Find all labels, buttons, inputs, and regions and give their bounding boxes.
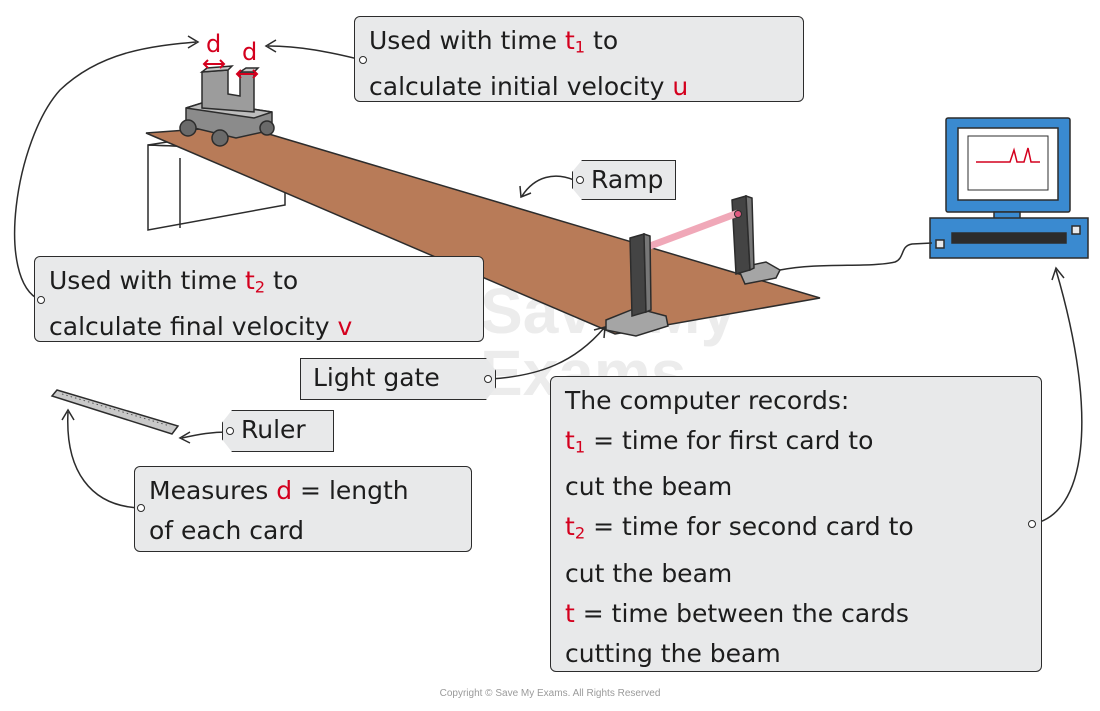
t-var: t <box>244 266 255 295</box>
d-symbol: d <box>276 476 293 505</box>
initial-velocity-line2: calculate initial velocity u <box>369 67 789 107</box>
final-velocity-callout: Used with time t2 to calculate final vel… <box>34 256 484 342</box>
t-symbol: t <box>565 598 575 628</box>
beam-emitter-dot <box>734 210 742 218</box>
text: = length <box>292 476 409 505</box>
card-d-label-left: d <box>206 30 222 58</box>
t2-definition-cont: cut the beam <box>565 558 733 588</box>
connector-dot <box>576 176 584 184</box>
pointer-arrows <box>13 35 1083 525</box>
t2-symbol: t2 <box>565 512 586 543</box>
ruler-label-text: Ruler <box>241 415 306 444</box>
t-sub: 1 <box>574 37 586 57</box>
cable <box>779 242 933 271</box>
light-beam <box>648 209 740 250</box>
text: Used with time <box>49 266 245 295</box>
text: to <box>585 26 619 55</box>
trolley <box>179 65 275 147</box>
light-gate-label-text: Light gate <box>313 363 440 392</box>
ruler-label: Ruler <box>222 410 334 452</box>
measures-callout: Measures d = length of each card <box>134 466 472 552</box>
t-sub: 2 <box>254 277 266 297</box>
t2-definition: t2 = time for second card to <box>565 507 1027 553</box>
text: calculate initial velocity <box>369 72 673 102</box>
final-velocity-line1: Used with time t2 to <box>49 261 469 307</box>
connector-dot <box>137 504 145 512</box>
initial-velocity-line1: Used with time t1 to <box>369 21 789 67</box>
connector-dot <box>37 296 45 304</box>
computer-records-title: The computer records: <box>565 386 850 415</box>
t-sub: 2 <box>574 523 586 543</box>
t-var: t <box>564 26 575 55</box>
u-symbol: u <box>672 72 689 102</box>
ramp-label-text: Ramp <box>591 165 664 194</box>
light-gate-label: Light gate <box>300 358 496 400</box>
text: to <box>265 266 299 295</box>
t2-symbol: t2 <box>244 266 266 297</box>
final-velocity-line2: calculate final velocity v <box>49 307 469 347</box>
t-sub: 1 <box>574 437 586 457</box>
text: = time between the cards <box>574 598 909 628</box>
t-var: t <box>565 512 575 542</box>
ruler <box>50 389 180 435</box>
card-length-arrows <box>202 59 259 79</box>
connector-dot <box>226 427 234 435</box>
t1-definition: t1 = time for first card to <box>565 421 1027 467</box>
t-var: t <box>565 426 575 455</box>
text: = time for first card to <box>585 426 874 455</box>
initial-velocity-callout: Used with time t1 to calculate initial v… <box>354 16 804 102</box>
t-definition-cont: cutting the beam <box>565 638 781 668</box>
t1-definition-cont: cut the beam <box>565 472 733 502</box>
v-symbol: v <box>337 312 353 342</box>
text: = time for second card to <box>585 512 914 542</box>
measures-line1: Measures d = length <box>149 471 457 511</box>
t-definition: t = time between the cards <box>565 594 1027 634</box>
text: Measures <box>149 476 277 505</box>
card-d-label-right: d <box>242 38 258 66</box>
connector-dot <box>484 375 492 383</box>
light-gate-far <box>731 194 781 285</box>
measures-line2: of each card <box>149 516 305 545</box>
computer-records-callout: The computer records: t1 = time for firs… <box>550 376 1042 672</box>
copyright: Copyright © Save My Exams. All Rights Re… <box>439 688 661 699</box>
text: calculate final velocity <box>49 312 338 342</box>
ramp-label: Ramp <box>572 160 676 200</box>
connector-dot <box>359 56 367 64</box>
text: Used with time <box>369 26 565 55</box>
t1-symbol: t1 <box>564 26 586 57</box>
computer <box>929 117 1089 259</box>
t1-symbol: t1 <box>565 426 586 457</box>
light-gate-near <box>605 232 669 337</box>
connector-dot <box>1028 520 1036 528</box>
